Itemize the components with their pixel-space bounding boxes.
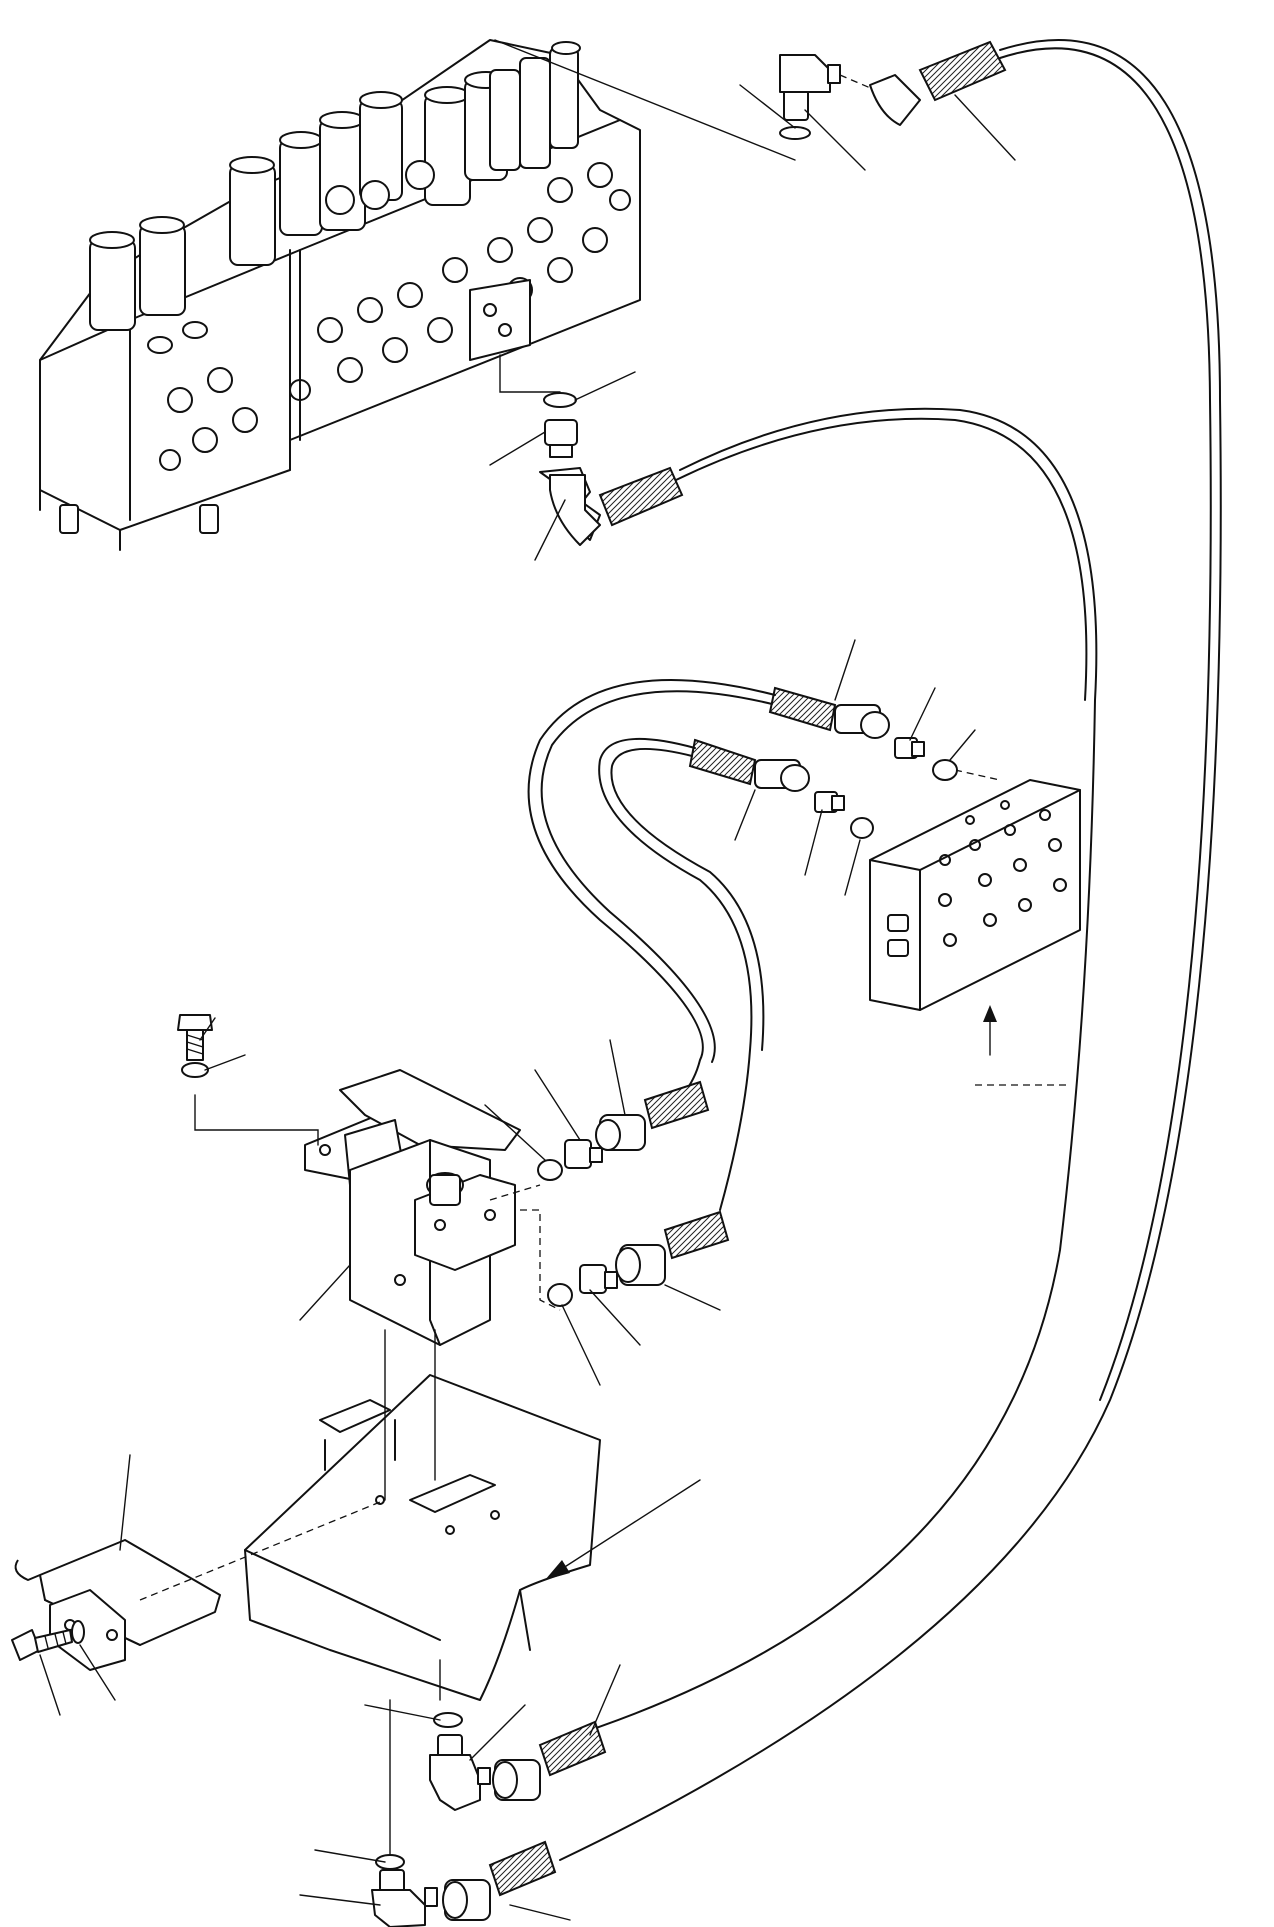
- callout-leaders: [39, 84, 1016, 1921]
- hose-valve-to-bottom-inner: [675, 417, 1088, 701]
- valve-ports: [159, 162, 631, 471]
- hose-valve-to-bottom: [559, 407, 1098, 1741]
- o-ring-manifold-lower: [850, 817, 874, 839]
- pedal-leader-upper: [489, 1184, 541, 1201]
- o-ring-top: [779, 126, 811, 140]
- floor-arrow-head: [545, 1560, 570, 1580]
- manifold-leader: [954, 769, 1001, 781]
- floor-plate: [244, 1374, 601, 1701]
- o-ring-pedal-upper: [537, 1159, 563, 1181]
- cover-plate: [14, 1539, 221, 1671]
- o-ring-bottom-upper: [433, 1712, 463, 1728]
- top-hose-end: [869, 40, 1007, 126]
- o-ring-mid: [543, 392, 577, 408]
- leader-valve-top: [494, 39, 796, 161]
- control-valve: [39, 39, 641, 551]
- bottom-elbow-upper: [429, 1712, 607, 1811]
- bottom-elbow-lower: [371, 1840, 557, 1927]
- o-ring-pedal-lower: [547, 1283, 573, 1307]
- top-elbow-to-hose: [839, 74, 876, 91]
- o-ring-manifold-upper: [932, 759, 958, 781]
- valve-lower-fittings: [539, 392, 684, 546]
- manifold-block: [869, 779, 1081, 1011]
- o-ring-bottom-lower: [375, 1854, 405, 1870]
- pedal-lower-fittings: [547, 1210, 730, 1307]
- hose-long-right-inner: [999, 47, 1212, 1401]
- hose-manifold-to-pedal-a-inner: [540, 690, 773, 1063]
- pedal-leader-lower: [520, 1209, 561, 1311]
- valve-plugs: [147, 160, 435, 354]
- manifold-upper-fittings: [768, 686, 958, 781]
- manifold-arrow-head: [983, 1005, 997, 1022]
- manifold-lower-fittings: [688, 738, 874, 839]
- cover-mount-washer: [71, 1620, 85, 1644]
- pedal: [339, 1069, 521, 1151]
- cover-mount-bolt: [11, 1620, 85, 1661]
- pedal-valve: [304, 1069, 521, 1346]
- pedal-mount-bolt: [177, 1014, 213, 1078]
- pedal-upper-fittings: [537, 1080, 710, 1181]
- leader-valve-flange: [499, 354, 561, 393]
- top-elbow-fitting: [779, 54, 841, 140]
- adapter-mid: [544, 419, 578, 446]
- hose-long-right: [559, 39, 1222, 1861]
- bolt-leader: [194, 1094, 319, 1146]
- cover-leader: [139, 1499, 386, 1601]
- hose-manifold-to-pedal-b-inner: [610, 747, 765, 1051]
- hose-manifold-to-pedal-a: [527, 679, 776, 1121]
- hose-manifold-to-pedal-b: [598, 737, 753, 1211]
- floor-arrow: [559, 1479, 701, 1571]
